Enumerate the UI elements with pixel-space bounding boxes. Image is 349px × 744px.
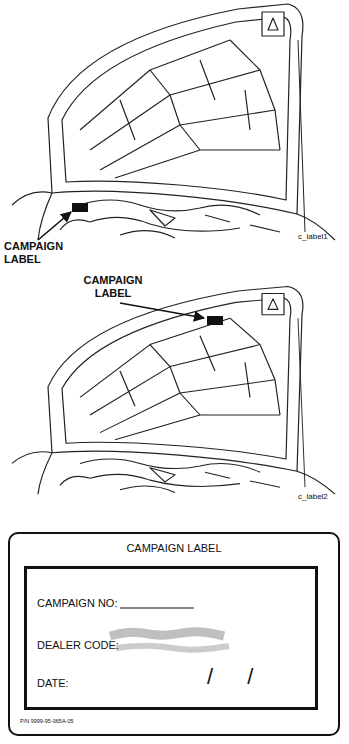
date-slashes: / / [207, 665, 267, 689]
dealer-stamp [110, 632, 224, 636]
dealer-stamp [116, 646, 229, 650]
field-box: CAMPAIGN NO: DEALER CODE: DATE: / / [24, 566, 318, 710]
figure-id: c_label1 [298, 232, 328, 241]
part-number: P/N 9999-95-065A-05 [20, 718, 74, 724]
callout-label: CAMPAIGN LABEL [76, 274, 150, 299]
field-label: DEALER CODE: [37, 639, 119, 651]
field-label: DATE: [37, 677, 69, 689]
callout-label: CAMPAIGN LABEL [4, 240, 76, 265]
card-heading: CAMPAIGN LABEL [10, 542, 338, 554]
figure-id: c_label2 [298, 492, 328, 501]
label-card: CAMPAIGN LABEL P/N 9999-95-065A-05 CAMPAIG… [8, 532, 340, 736]
field-label: CAMPAIGN NO: [37, 597, 117, 609]
blank-line [120, 608, 194, 609]
